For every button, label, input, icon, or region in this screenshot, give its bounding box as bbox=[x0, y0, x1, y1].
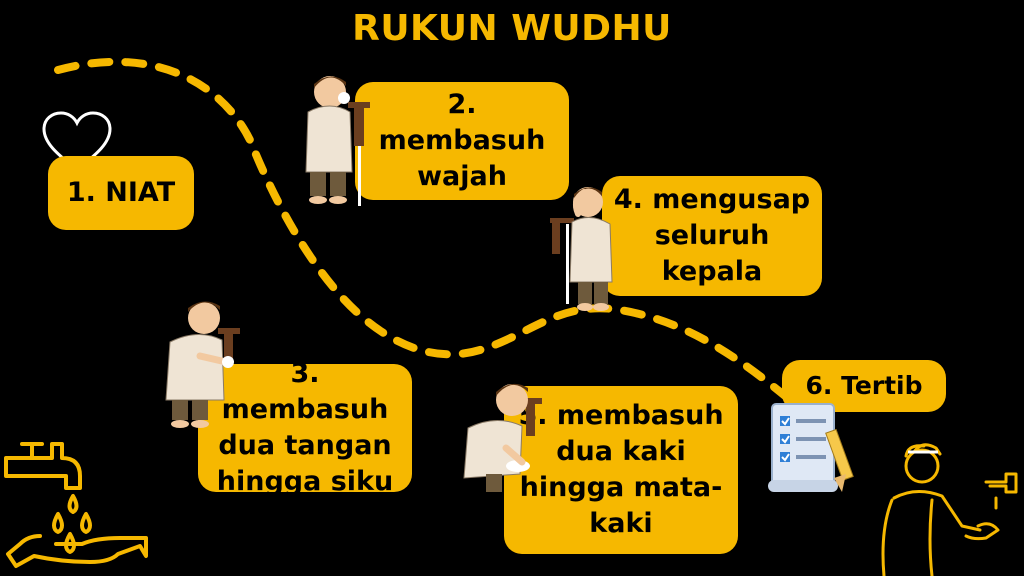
boy-washing-face-illustration bbox=[305, 76, 370, 206]
faucet-hand-icon bbox=[4, 442, 148, 568]
checklist-pencil-icon bbox=[768, 403, 854, 492]
step-5-box: 5. membasuh dua kaki hingga mata- kaki bbox=[504, 386, 738, 554]
step-5-label: 5. membasuh dua kaki hingga mata- kaki bbox=[518, 399, 724, 540]
step-1-box: 1. NIAT bbox=[48, 156, 194, 230]
step-2-label: 2. membasuh wajah bbox=[378, 88, 546, 193]
step-2-box: 2. membasuh wajah bbox=[355, 82, 569, 200]
boy-washing-feet-illustration bbox=[463, 383, 542, 492]
step-3-box: 3. membasuh dua tangan hingga siku bbox=[198, 358, 412, 497]
step-4-box: 4. mengusap seluruh kepala bbox=[602, 176, 822, 296]
step-3-label: 3. membasuh dua tangan hingga siku bbox=[216, 357, 394, 498]
step-6-label: 6. Tertib bbox=[805, 371, 923, 401]
boy-washing-hands-illustration bbox=[165, 301, 240, 428]
diagram-title: RUKUN WUDHU bbox=[352, 8, 672, 49]
step-1-label: 1. NIAT bbox=[66, 176, 176, 208]
man-washing-icon bbox=[881, 443, 1018, 576]
boy-wiping-head-illustration bbox=[550, 187, 613, 311]
step-4-label: 4. mengusap seluruh kepala bbox=[613, 183, 811, 288]
heart-icon bbox=[42, 111, 112, 172]
